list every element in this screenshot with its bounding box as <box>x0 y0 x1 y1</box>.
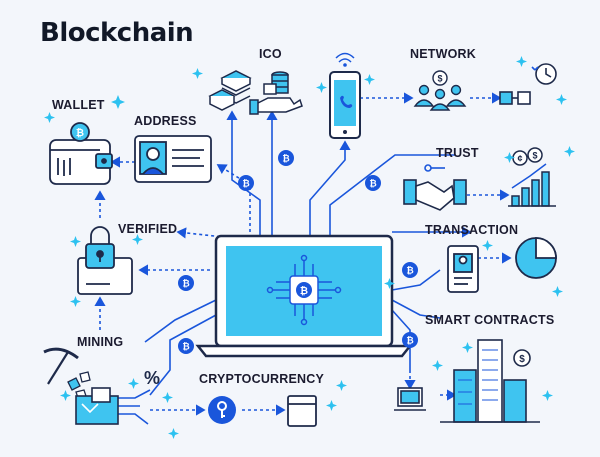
laptop-icon: ₿ <box>195 234 413 358</box>
id-card-icon <box>134 135 212 183</box>
connectors <box>94 92 512 425</box>
pickaxe-icon <box>43 347 79 385</box>
network-dollar-symbol: $ <box>437 74 442 84</box>
coin-symbol: ₿ <box>406 266 413 276</box>
rocks-icon <box>67 371 91 399</box>
coin-symbol: ₿ <box>182 342 189 352</box>
label-network: NETWORK <box>410 47 476 61</box>
padlock-card-icon <box>77 226 133 295</box>
sparkle-icons <box>44 56 575 439</box>
wallet-icon: ₿ <box>49 122 113 185</box>
page-title: Blockchain <box>40 18 194 48</box>
key-coin-icon <box>208 396 236 424</box>
buildings-dollar-symbol: $ <box>519 354 525 365</box>
coin-icon: ₿ <box>178 275 194 291</box>
trust-cent-symbol: ¢ <box>517 154 522 164</box>
coin-icon: ₿ <box>278 150 294 166</box>
coin-icon: ₿ <box>402 332 418 348</box>
label-verified: VERIFIED <box>118 222 178 236</box>
label-transaction: TRANSACTION <box>425 223 519 237</box>
computer-icon <box>394 387 426 411</box>
label-address: ADDRESS <box>134 114 197 128</box>
coin-icon: ₿ <box>178 338 194 354</box>
label-smart-contracts: SMART CONTRACTS <box>425 313 555 327</box>
chip-coin-symbol: ₿ <box>300 285 308 297</box>
coin-icon: ₿ <box>238 175 254 191</box>
label-mining: MINING <box>77 335 124 349</box>
label-cryptocurrency: CRYPTOCURRENCY <box>199 372 325 386</box>
city-buildings-icon: $ <box>440 339 540 423</box>
blocks-stack-icon <box>208 70 252 111</box>
coin-symbol: ₿ <box>282 154 289 164</box>
growth-chart-icon: ¢ $ <box>508 147 556 207</box>
phone-icon <box>329 52 361 139</box>
coins-hand-icon <box>249 71 303 115</box>
clock-icon <box>531 63 557 85</box>
coin-symbol: ₿ <box>369 179 376 189</box>
label-trust: TRUST <box>436 146 479 160</box>
profile-document-icon <box>447 245 479 293</box>
wallet-coin-symbol: ₿ <box>76 127 84 139</box>
percent-symbol: % <box>144 368 160 388</box>
label-ico: ICO <box>259 47 282 61</box>
coin-symbol: ₿ <box>182 279 189 289</box>
trust-dollar-symbol: $ <box>532 151 537 161</box>
coin-symbol: ₿ <box>406 336 413 346</box>
chain-icon <box>499 91 531 105</box>
people-network-icon: $ <box>413 70 467 111</box>
coin-symbol: ₿ <box>242 179 249 189</box>
browser-window-icon <box>287 395 317 427</box>
coin-icon: ₿ <box>365 175 381 191</box>
pie-chart-icon <box>515 237 557 279</box>
label-wallet: WALLET <box>52 98 105 112</box>
coin-icon: ₿ <box>402 262 418 278</box>
handshake-icon <box>403 164 467 211</box>
crypto-blocks-icon <box>75 387 119 425</box>
bitcoin-coin-icons: ₿ ₿ ₿ ₿ ₿ ₿ ₿ <box>178 150 418 354</box>
